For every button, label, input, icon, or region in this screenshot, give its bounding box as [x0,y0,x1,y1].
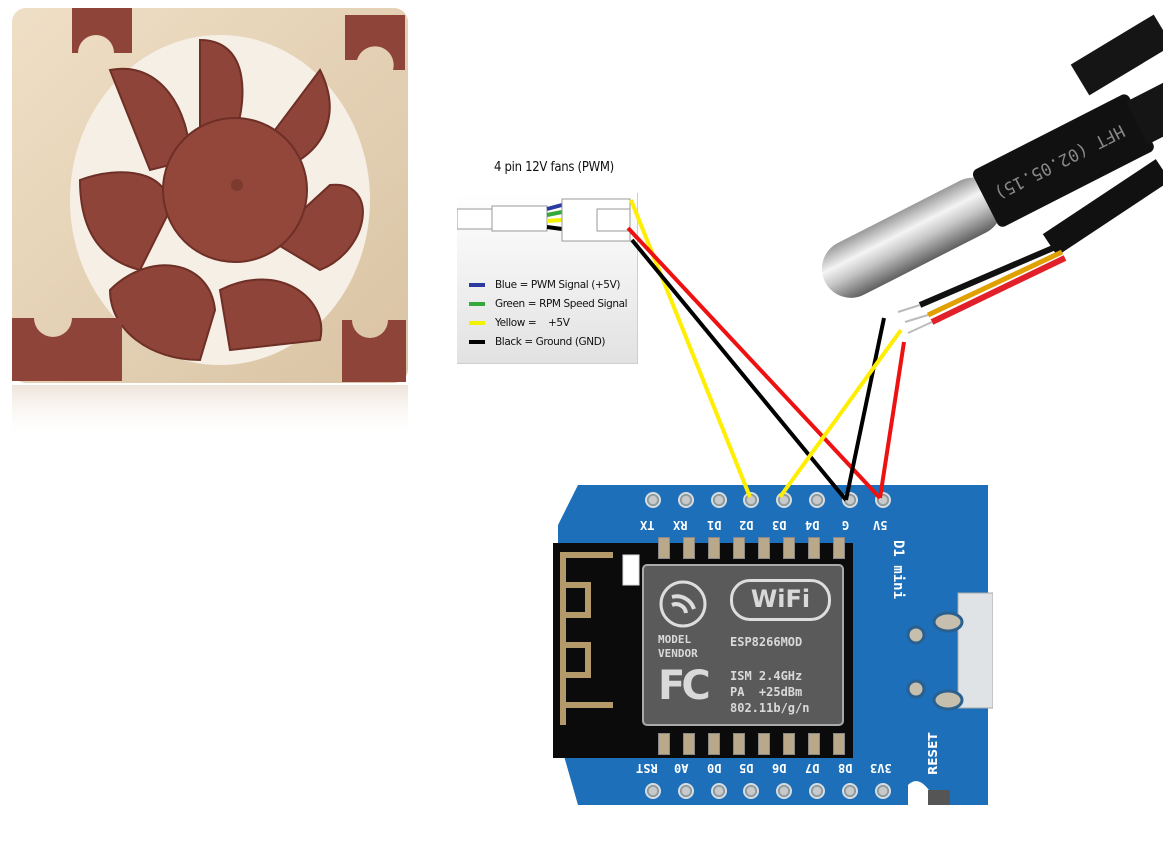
fan-diagram-title: 4 pin 12V fans (PWM) [494,160,614,175]
module-pad [733,733,745,755]
wire-sensor-red-to-5v [878,341,906,499]
module-pad [733,537,745,559]
label-5v: 5V [873,518,888,532]
yellow-swatch-icon [469,321,485,325]
module-pad [808,733,820,755]
reset-label: RESET [926,732,940,775]
pin-d4[interactable] [809,492,825,508]
label-d8: D8 [838,761,853,775]
module-pad [783,733,795,755]
pin-g[interactable] [842,492,858,508]
module-spec-2: PA +25dBm [730,685,803,699]
espressif-logo-icon [659,580,707,628]
pin-rst[interactable] [645,783,661,799]
label-a0: A0 [674,761,689,775]
pin-3v3[interactable] [875,783,891,799]
black-swatch-icon [469,340,485,344]
module-pad [683,733,695,755]
pin-d6[interactable] [776,783,792,799]
module-pad [833,733,845,755]
label-d6: D6 [772,761,787,775]
legend-yellow: Yellow = +5V [469,315,570,331]
wire-fan-yellow-to-d2 [629,199,752,498]
pin-5v[interactable] [875,492,891,508]
legend-green: Green = RPM Speed Signal [469,296,628,312]
module-model-text: MODEL [658,633,692,646]
pin-d0[interactable] [711,783,727,799]
pin-d2[interactable] [743,492,759,508]
fcc-logo: FC [658,663,711,709]
label-d7: D7 [805,761,820,775]
green-swatch-icon [469,302,485,306]
module-pad [758,733,770,755]
module-pad [658,733,670,755]
label-d4: D4 [805,518,820,532]
module-pad [758,537,770,559]
pin-d7[interactable] [809,783,825,799]
module-pad [708,733,720,755]
pin-d3[interactable] [776,492,792,508]
label-g: G [842,518,850,532]
pin-tx[interactable] [645,492,661,508]
d1-mini-board: TX RX D1 D2 D3 D4 G 5V RST A0 D0 D5 D6 D… [548,485,993,810]
pin-rx[interactable] [678,492,694,508]
blue-swatch-icon [469,283,485,287]
esp-module: WiFi MODEL VENDOR ESP8266MOD FC ISM 2.4G… [648,573,838,723]
board-pcb [553,485,993,805]
module-vendor-text: VENDOR [658,647,698,660]
label-d5: D5 [739,761,754,775]
module-pad [683,537,695,559]
legend-blue: Blue = PWM Signal (+5V) [469,277,620,293]
module-pad [808,537,820,559]
pin-a0[interactable] [678,783,694,799]
legend-black: Black = Ground (GND) [469,334,606,350]
label-3v3: 3V3 [870,761,892,775]
fan-image [12,8,408,440]
module-part-text: ESP8266MOD [730,635,803,649]
label-d0: D0 [707,761,722,775]
module-pad [658,537,670,559]
wifi-logo: WiFi [730,579,831,621]
pin-d5[interactable] [743,783,759,799]
label-rst: RST [636,761,658,775]
label-d2: D2 [739,518,754,532]
label-d1: D1 [707,518,722,532]
fan-connector-legend: Blue = PWM Signal (+5V) Green = RPM Spee… [457,193,638,364]
module-pad [783,537,795,559]
module-spec-1: ISM 2.4GHz [730,669,803,683]
label-rx: RX [673,518,688,532]
fan-connector-icon [457,198,631,242]
module-pad [833,537,845,559]
label-d3: D3 [772,518,787,532]
label-tx: TX [640,518,655,532]
pin-d1[interactable] [711,492,727,508]
temperature-sensor-image: HFT (02.05.15) [821,14,1163,334]
module-pad [708,537,720,559]
module-spec-3: 802.11b/g/n [730,701,810,715]
pin-d8[interactable] [842,783,858,799]
board-name-label: D1 mini [890,540,906,600]
